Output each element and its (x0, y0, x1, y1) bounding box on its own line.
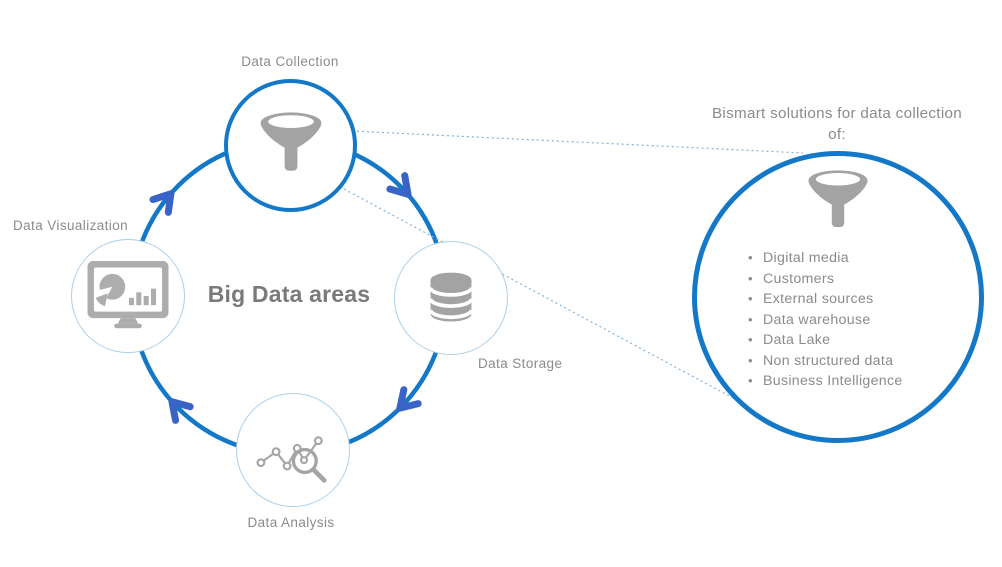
node-data-collection (224, 79, 357, 212)
label-data-analysis: Data Analysis (247, 515, 335, 530)
list-item: Business Intelligence (748, 371, 903, 392)
list-item: Customers (748, 269, 903, 290)
monitor-charts-icon (87, 261, 169, 329)
arrow-icon-top-right (386, 172, 412, 198)
callout-title: Bismart solutions for data collection of… (712, 105, 962, 143)
database-icon (428, 272, 474, 322)
dotted-connector-lines (343, 130, 804, 399)
node-data-analysis (236, 393, 350, 507)
list-item: Data Lake (748, 330, 903, 351)
arrow-icon-top-left (149, 190, 175, 216)
center-title: Big Data areas (207, 281, 371, 307)
list-item: Data warehouse (748, 310, 903, 331)
arrow-icon-bottom-left (168, 398, 194, 424)
list-item: External sources (748, 289, 903, 310)
funnel-icon (260, 111, 321, 171)
callout-circle: Digital media Customers External sources… (692, 151, 984, 443)
node-data-visualization (71, 239, 185, 353)
label-data-storage: Data Storage (478, 356, 563, 371)
list-item: Non structured data (748, 351, 903, 372)
node-data-storage (394, 241, 508, 355)
label-data-collection: Data Collection (241, 54, 339, 69)
list-item: Digital media (748, 248, 903, 269)
label-data-visualization: Data Visualization (13, 218, 129, 233)
callout-solutions-list: Digital media Customers External sources… (748, 248, 903, 392)
line-chart-magnifier-icon (256, 436, 327, 483)
callout-funnel-wrap (697, 168, 979, 238)
flow-arrows (149, 172, 422, 424)
arrow-icon-bottom-right (396, 386, 422, 412)
funnel-icon (808, 170, 868, 228)
dotted-line-bottom (343, 188, 734, 399)
dotted-line-top (351, 130, 804, 154)
